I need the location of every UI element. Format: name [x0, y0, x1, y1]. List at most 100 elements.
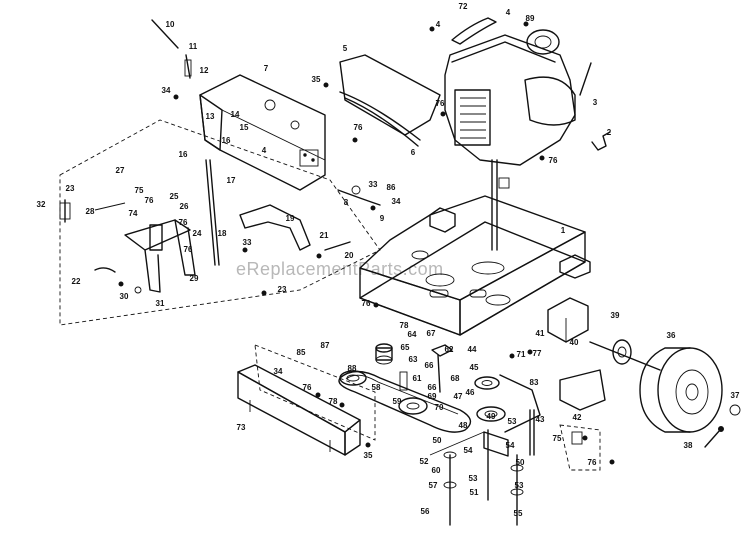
callout-7: 7 — [264, 64, 269, 73]
callout-37: 37 — [731, 391, 740, 400]
callout-33: 33 — [243, 238, 252, 247]
front-bumper — [237, 344, 376, 456]
callout-19: 19 — [286, 214, 295, 223]
rear-wheel — [559, 339, 741, 471]
callout-77: 77 — [533, 349, 542, 358]
callout-3: 3 — [593, 98, 598, 107]
callout-71: 71 — [517, 350, 526, 359]
callout-4: 4 — [436, 20, 441, 29]
callout-44: 44 — [468, 345, 477, 354]
callout-76: 76 — [549, 156, 558, 165]
callout-39: 39 — [611, 311, 620, 320]
callout-18: 18 — [218, 229, 227, 238]
callout-41: 41 — [536, 329, 545, 338]
callout-4: 4 — [506, 8, 511, 17]
callout-75: 75 — [553, 434, 562, 443]
callout-46: 46 — [466, 388, 475, 397]
callout-16: 16 — [179, 150, 188, 159]
callout-64: 64 — [408, 330, 417, 339]
callout-76: 76 — [179, 218, 188, 227]
callout-66: 66 — [428, 383, 437, 392]
callout-72: 72 — [459, 2, 468, 11]
callout-78: 78 — [400, 321, 409, 330]
callout-53: 53 — [515, 481, 524, 490]
callout-17: 17 — [227, 176, 236, 185]
callout-54: 54 — [506, 441, 515, 450]
callout-47: 47 — [454, 392, 463, 401]
callout-50: 50 — [433, 436, 442, 445]
callout-42: 42 — [573, 413, 582, 422]
callout-24: 24 — [193, 229, 202, 238]
callout-35: 35 — [364, 451, 373, 460]
callout-4: 4 — [262, 146, 267, 155]
callout-21: 21 — [320, 231, 329, 240]
control-levers — [151, 19, 381, 266]
callout-59: 59 — [393, 397, 402, 406]
callout-61: 61 — [413, 374, 422, 383]
callout-33: 33 — [369, 180, 378, 189]
callout-31: 31 — [156, 299, 165, 308]
callout-51: 51 — [470, 488, 479, 497]
callout-55: 55 — [514, 509, 523, 518]
callout-10: 10 — [166, 20, 175, 29]
callout-34: 34 — [392, 197, 401, 206]
callout-67: 67 — [427, 329, 436, 338]
callout-2: 2 — [607, 128, 612, 137]
callout-62: 62 — [445, 345, 454, 354]
deck-frame — [359, 195, 591, 343]
callout-22: 22 — [72, 277, 81, 286]
callout-53: 53 — [469, 474, 478, 483]
callout-73: 73 — [237, 423, 246, 432]
callout-13: 13 — [206, 112, 215, 121]
callout-8: 8 — [344, 198, 349, 207]
callout-48: 48 — [459, 421, 468, 430]
belt-cover — [339, 54, 441, 147]
callout-6: 6 — [411, 148, 416, 157]
watermark-text: eReplacementParts.com — [236, 259, 444, 279]
callout-23: 23 — [66, 184, 75, 193]
callout-75: 75 — [135, 186, 144, 195]
callout-76: 76 — [184, 245, 193, 254]
callout-52: 52 — [420, 457, 429, 466]
callout-86: 86 — [387, 183, 396, 192]
callout-23: 23 — [278, 285, 287, 294]
callout-49: 49 — [487, 412, 496, 421]
callout-34: 34 — [274, 367, 283, 376]
callout-25: 25 — [170, 192, 179, 201]
callout-14: 14 — [231, 110, 240, 119]
callout-26: 26 — [180, 202, 189, 211]
callout-88: 88 — [348, 364, 357, 373]
callout-76: 76 — [145, 196, 154, 205]
callout-74: 74 — [129, 209, 138, 218]
callout-36: 36 — [667, 331, 676, 340]
callout-43: 43 — [536, 415, 545, 424]
callout-15: 15 — [240, 123, 249, 132]
callout-29: 29 — [190, 274, 199, 283]
engine — [444, 17, 611, 251]
callout-76: 76 — [362, 299, 371, 308]
hardware-markers — [118, 21, 615, 465]
callout-9: 9 — [380, 214, 385, 223]
callout-20: 20 — [345, 251, 354, 260]
callout-30: 30 — [120, 292, 129, 301]
callout-65: 65 — [401, 343, 410, 352]
callout-70: 70 — [435, 403, 444, 412]
callout-35: 35 — [312, 75, 321, 84]
callout-85: 85 — [297, 348, 306, 357]
callout-76: 76 — [436, 99, 445, 108]
callout-78: 78 — [329, 397, 338, 406]
callout-40: 40 — [570, 338, 579, 347]
callout-27: 27 — [116, 166, 125, 175]
callout-89: 89 — [526, 14, 535, 23]
callout-32: 32 — [37, 200, 46, 209]
callout-66: 66 — [425, 361, 434, 370]
callout-76: 76 — [588, 458, 597, 467]
callout-83: 83 — [530, 378, 539, 387]
steering-linkage — [59, 199, 196, 294]
callout-57: 57 — [429, 481, 438, 490]
callout-53: 53 — [508, 417, 517, 426]
callout-69: 69 — [428, 392, 437, 401]
drive-assembly — [338, 343, 541, 526]
callout-5: 5 — [343, 44, 348, 53]
